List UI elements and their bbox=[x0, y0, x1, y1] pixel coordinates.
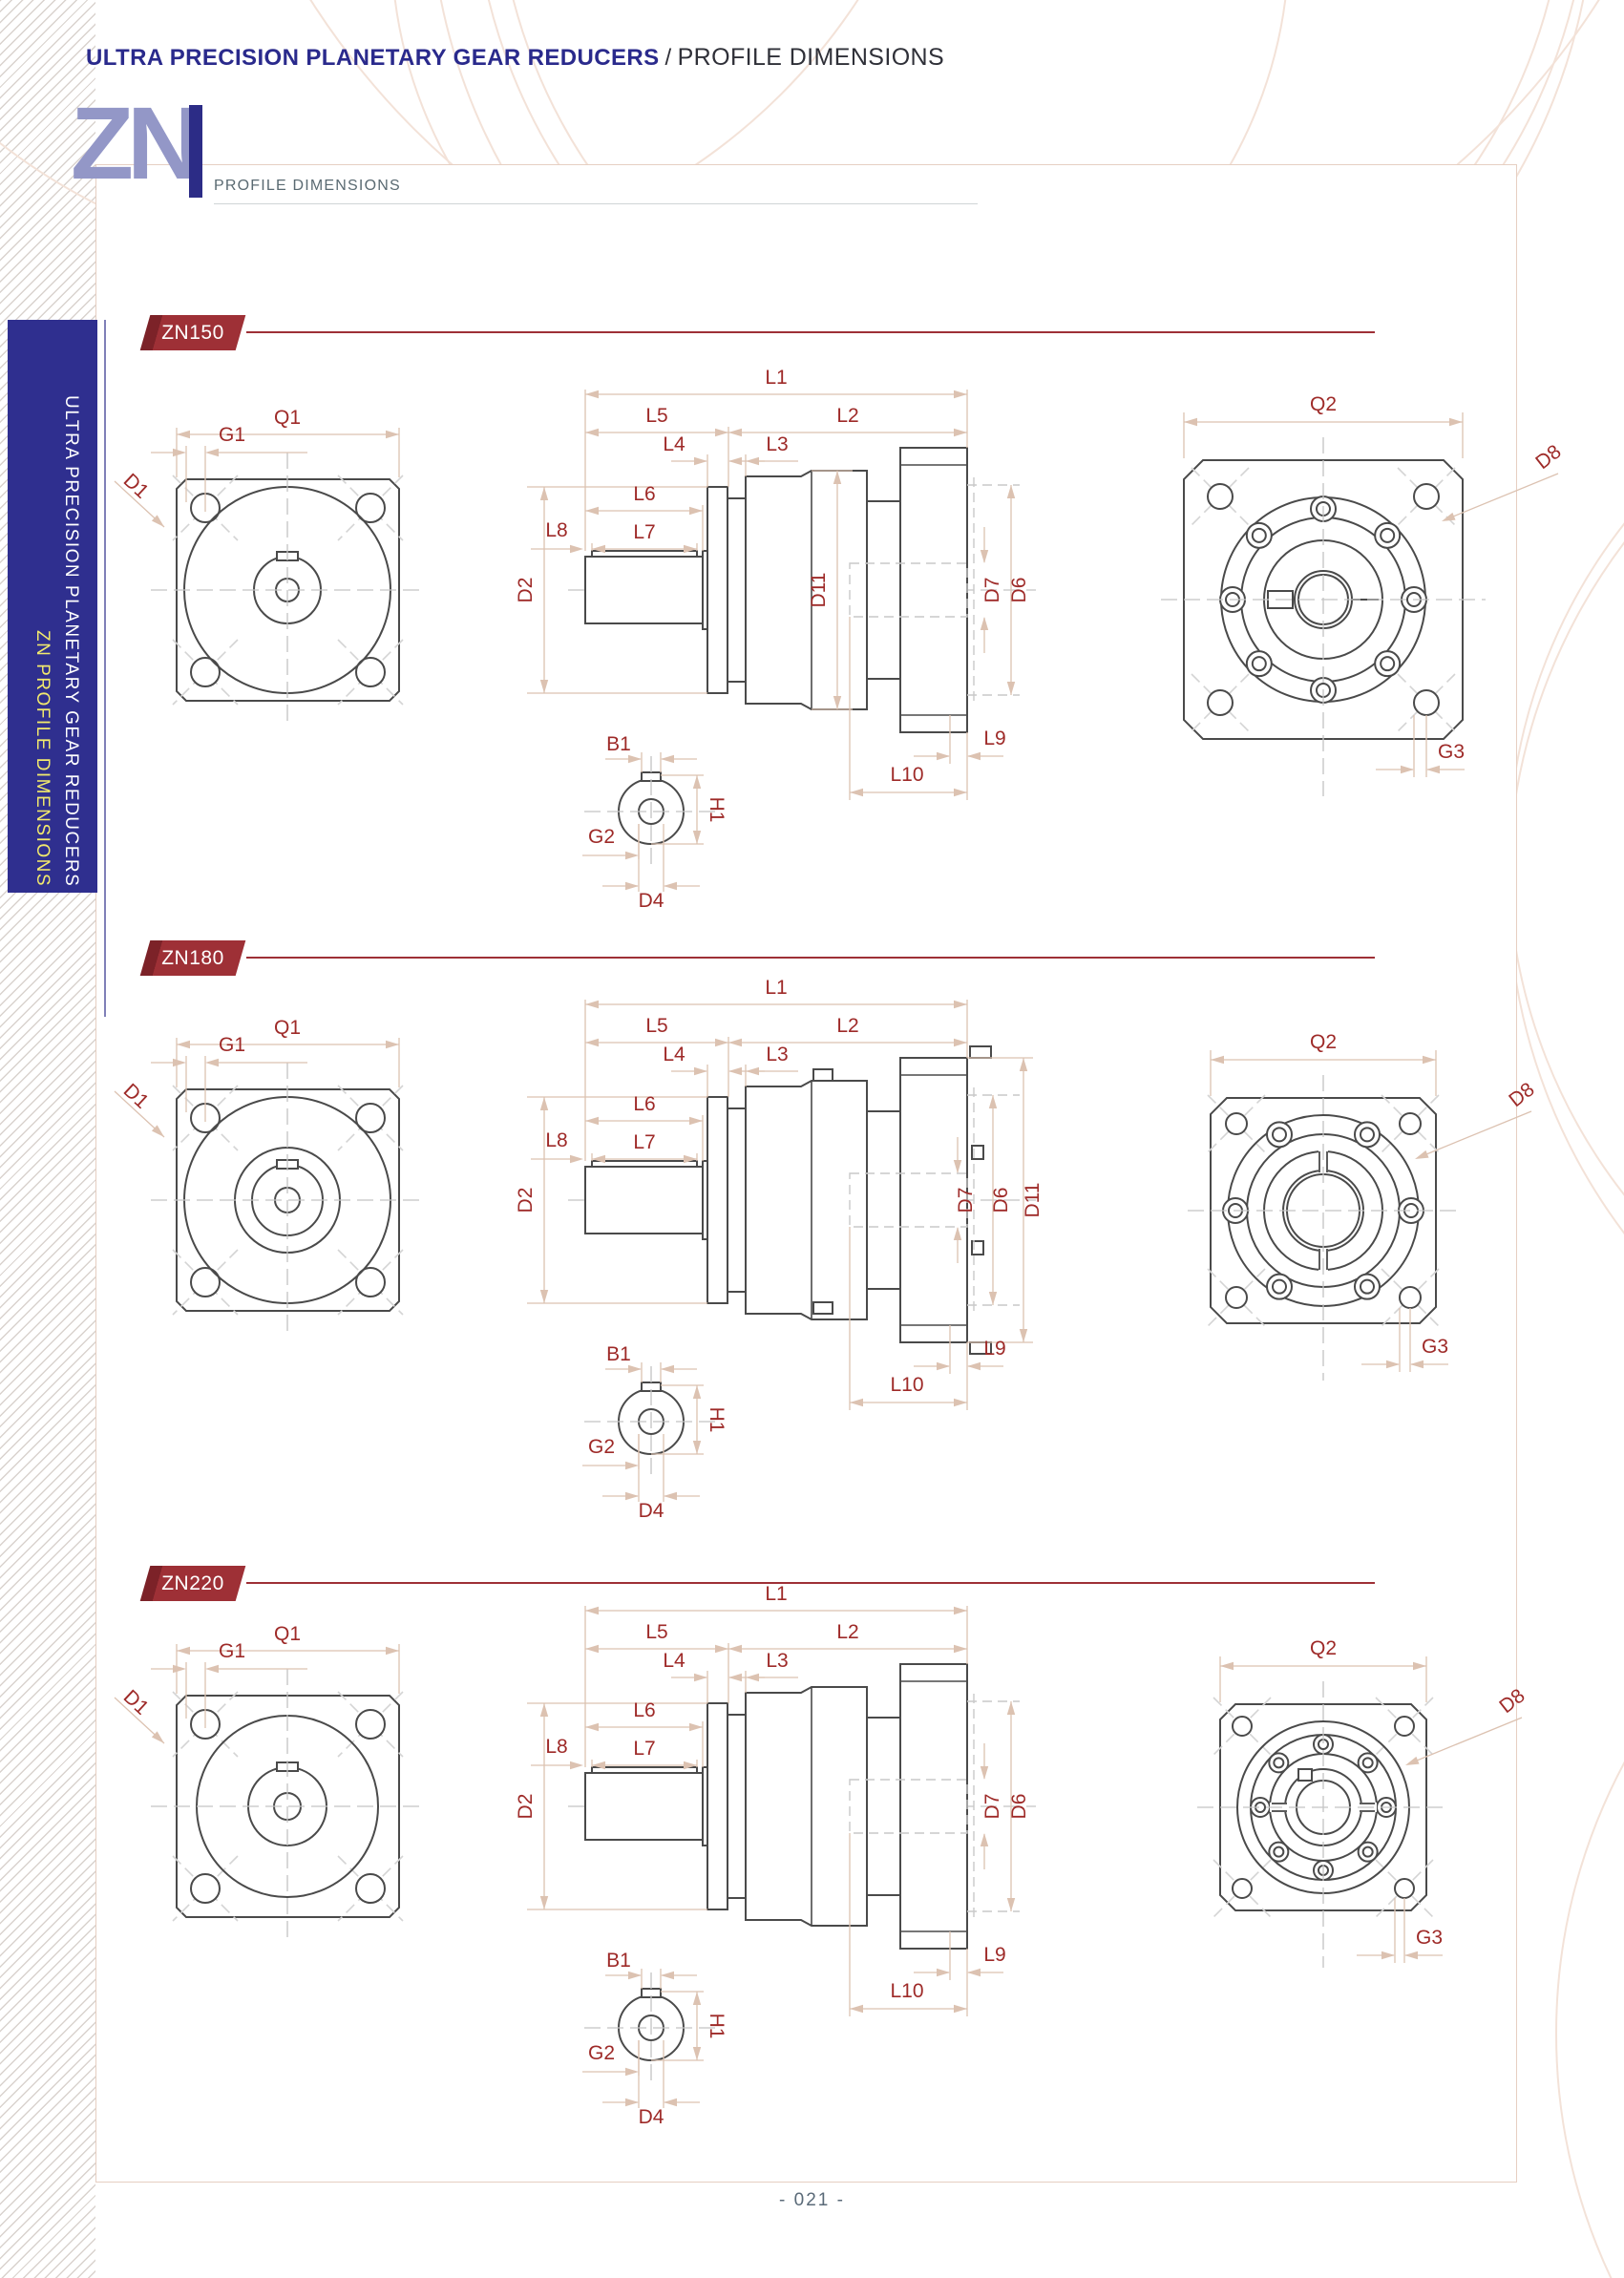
section-badge-zn220: ZN220 bbox=[139, 1566, 246, 1601]
content-frame bbox=[95, 164, 1517, 2183]
zn-logo-accent-bar bbox=[189, 105, 202, 198]
logo-caption: PROFILE DIMENSIONS bbox=[214, 178, 401, 194]
section-badge-label: ZN150 bbox=[161, 322, 224, 344]
section-rule-zn180 bbox=[246, 957, 1375, 959]
section-badge-zn180: ZN180 bbox=[139, 940, 246, 976]
zn-logo: ZN bbox=[71, 85, 201, 200]
section-badge-label: ZN180 bbox=[161, 947, 224, 969]
caption-underline bbox=[214, 203, 978, 204]
dim-label-D8: D8 bbox=[1531, 441, 1565, 475]
sidebar-text-1: ULTRA PRECISION PLANETARY GEAR REDUCERS bbox=[61, 394, 81, 887]
title-separator: / bbox=[664, 45, 672, 71]
title-main: ULTRA PRECISION PLANETARY GEAR REDUCERS bbox=[86, 45, 660, 71]
section-rule-zn220 bbox=[246, 1582, 1375, 1584]
page-title: ULTRA PRECISION PLANETARY GEAR REDUCERS/… bbox=[86, 44, 944, 72]
section-badge-label: ZN220 bbox=[161, 1572, 224, 1594]
sidebar-strip bbox=[8, 320, 97, 893]
section-badge-zn150: ZN150 bbox=[139, 315, 246, 350]
title-sub: PROFILE DIMENSIONS bbox=[677, 44, 945, 71]
page-number: - 021 - bbox=[779, 2190, 845, 2210]
section-rule-zn150 bbox=[246, 331, 1375, 333]
sidebar-text-2: ZN PROFILE DIMENSIONS bbox=[32, 629, 53, 887]
left-accent-line bbox=[104, 320, 106, 1017]
